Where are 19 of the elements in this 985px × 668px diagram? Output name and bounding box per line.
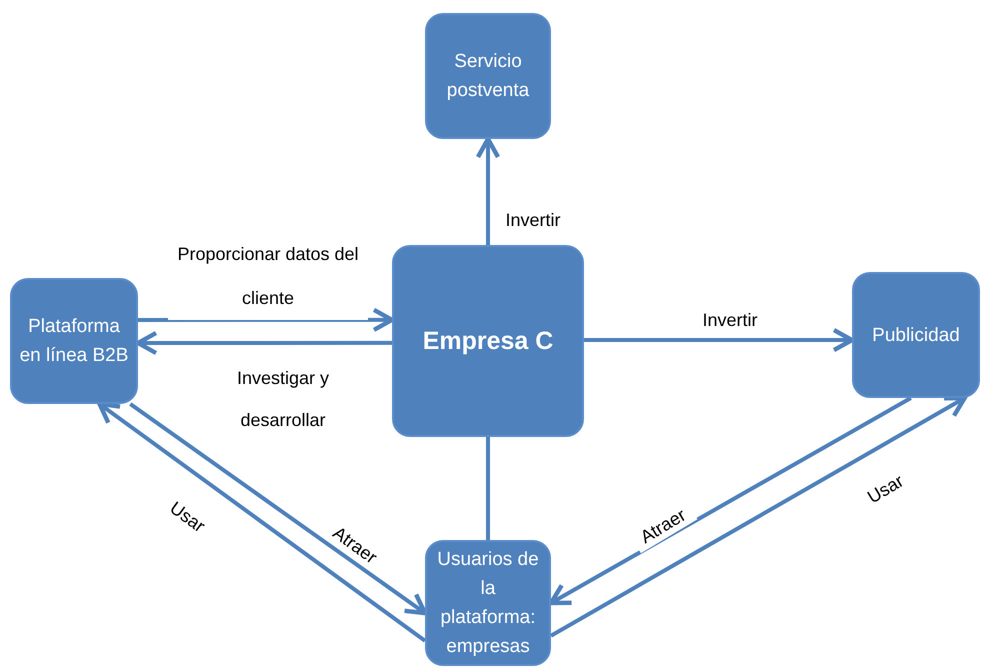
node-label: Plataforma en línea B2B (18, 315, 130, 368)
arrow (97, 402, 426, 642)
arrow (550, 396, 967, 638)
node-label: Publicidad (871, 324, 961, 348)
connector-line (486, 437, 490, 540)
arrow (136, 330, 392, 356)
process-box (852, 272, 980, 398)
arrow (584, 328, 854, 352)
arrow (138, 308, 394, 332)
arrow (476, 136, 500, 245)
arrow (129, 402, 428, 616)
node-label: Servicio postventa (446, 50, 530, 103)
node-label: Usuarios de la plataforma: empresas (436, 548, 540, 659)
process-box (425, 13, 551, 139)
node-label: Empresa C (422, 326, 554, 356)
arrow (548, 396, 912, 606)
process-box (425, 540, 551, 666)
process-box (392, 245, 584, 437)
process-box (10, 278, 138, 404)
